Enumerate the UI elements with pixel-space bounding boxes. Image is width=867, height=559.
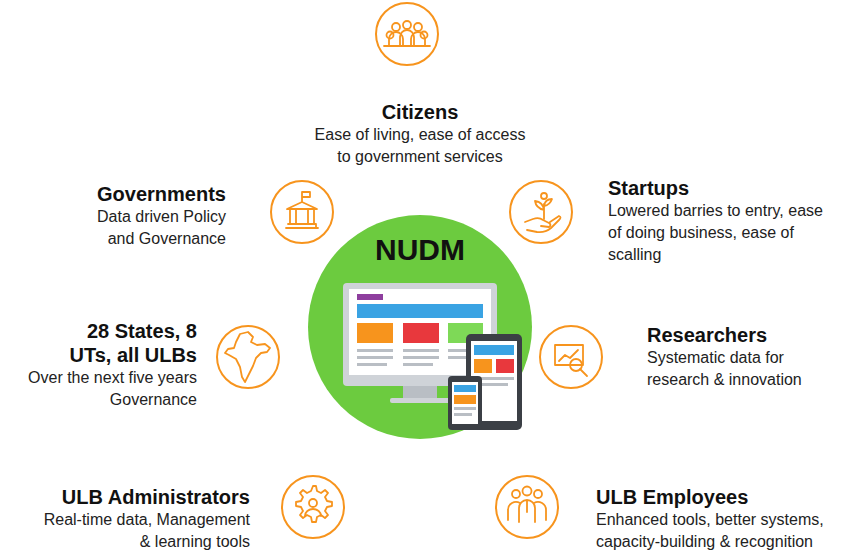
group-heading: Citizens — [270, 100, 570, 124]
startups-group: StartupsLowered barries to entry, ease o… — [608, 176, 858, 266]
employees-group: ULB EmployeesEnhanced tools, better syst… — [596, 485, 858, 553]
group-description: Enhanced tools, better systems, capacity… — [596, 509, 836, 553]
group-heading: ULB Employees — [596, 485, 858, 509]
center-circle — [308, 215, 532, 439]
group-heading: Researchers — [647, 323, 862, 347]
group-description: Ease of living, ease of access to govern… — [313, 124, 528, 168]
group-heading: 28 States, 8 UTs, all ULBs — [47, 319, 197, 367]
monitor-illustration — [343, 283, 522, 430]
administrators-group: ULB AdministratorsReal-time data, Manage… — [10, 485, 250, 553]
icons — [225, 21, 587, 522]
group-description: Real-time data, Management & learning to… — [30, 509, 250, 553]
group-heading: Governments — [26, 182, 226, 206]
icon-rings — [217, 3, 602, 538]
researchers-group: ResearchersSystematic data for research … — [647, 323, 862, 391]
governments-group: GovernmentsData driven Policy and Govern… — [26, 182, 226, 250]
group-heading: Startups — [608, 176, 858, 200]
citizens-group: CitizensEase of living, ease of access t… — [270, 100, 570, 168]
nudm-circle: NUDM — [308, 215, 532, 439]
group-description: Lowered barries to entry, ease of doing … — [608, 200, 826, 266]
center-title: NUDM — [308, 233, 532, 267]
states-group: 28 States, 8 UTs, all ULBsOver the next … — [7, 319, 197, 411]
group-heading: ULB Administrators — [10, 485, 250, 509]
group-description: Systematic data for research & innovatio… — [647, 347, 837, 391]
group-description: Over the next five years Governance — [17, 367, 197, 411]
group-description: Data driven Policy and Governance — [86, 206, 226, 250]
